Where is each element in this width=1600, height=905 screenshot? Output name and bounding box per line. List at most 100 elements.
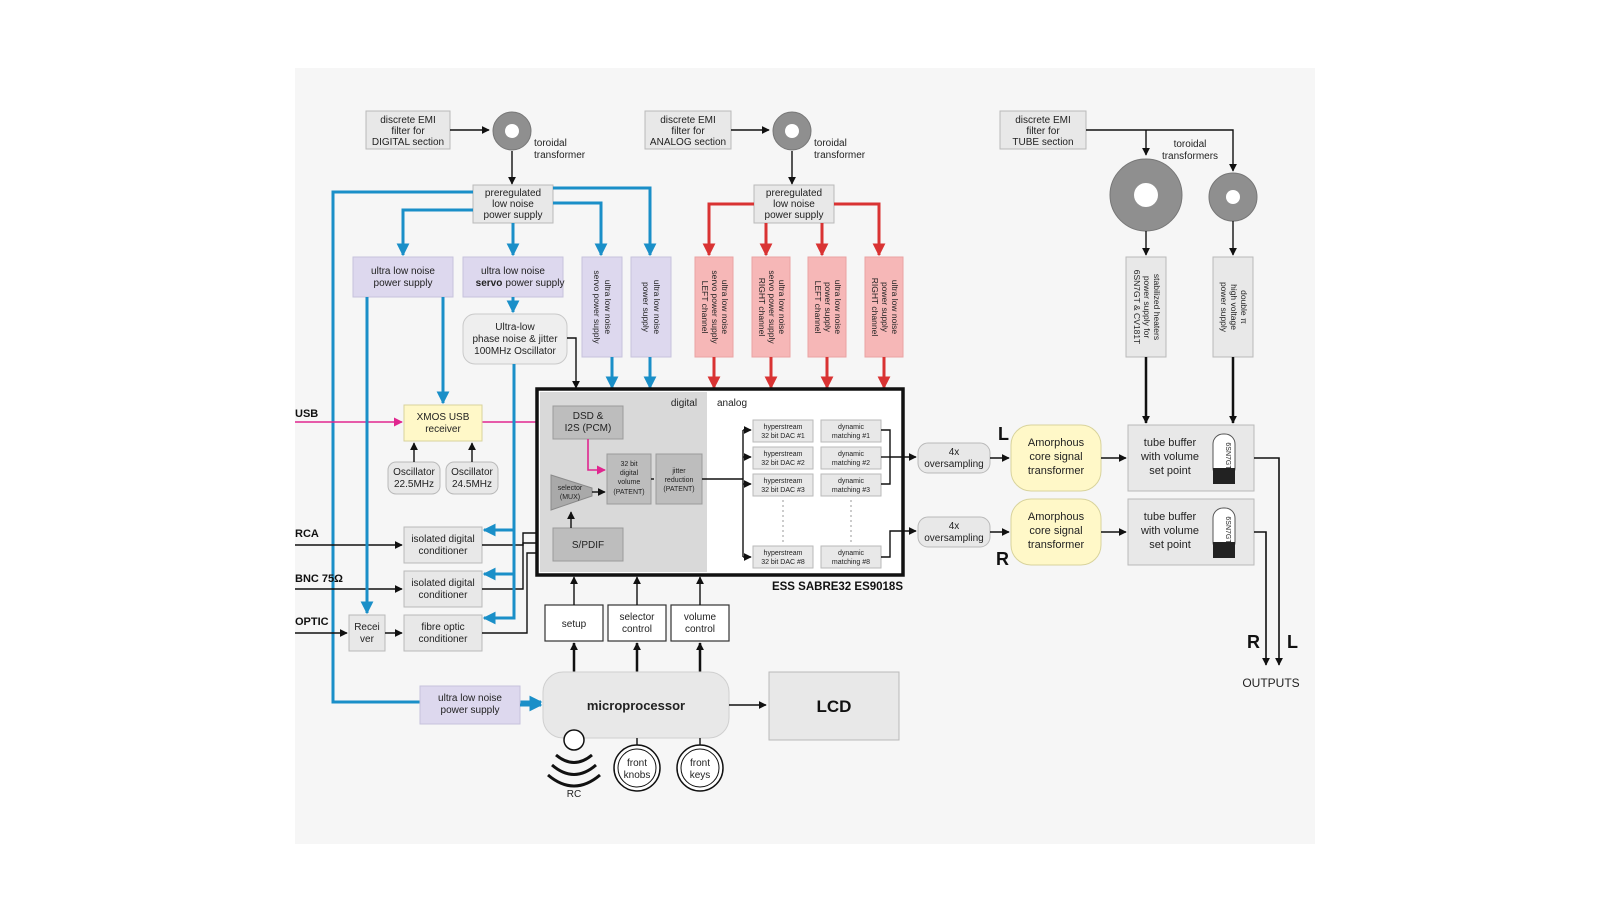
vertical-servo-power-supply-left: ultra low noiseservo power supplyLEFT ch…: [694, 256, 734, 358]
toroidal-transformer-heaters: [1109, 158, 1183, 232]
spdif-block: S/PDIF: [552, 527, 624, 562]
output-left-label: L: [1287, 632, 1298, 652]
tube-6sn7gt-right-icon: 6SN7GT: [1212, 507, 1236, 558]
high-voltage-power-supply: double πhigh voltagepower supply: [1212, 256, 1254, 358]
input-rca-label: RCA: [295, 528, 319, 540]
selector-mux-block: selector(MUX): [550, 474, 593, 511]
outputs-label: OUTPUTS: [1242, 676, 1299, 690]
output-right-label: R: [1247, 632, 1260, 652]
channel-left-label: L: [998, 424, 1009, 444]
channel-right-label: R: [996, 549, 1009, 569]
svg-text:stabilized heaterspower supply: stabilized heaterspower supply for6SN7GT…: [1132, 270, 1162, 345]
svg-text:double πhigh voltagepower supp: double πhigh voltagepower supply: [1219, 282, 1249, 333]
svg-text:setup: setup: [562, 619, 587, 630]
svg-text:ultra low noisepower supplyLEF: ultra low noisepower supplyLEFT channel: [813, 280, 843, 335]
vertical-servo-power-supply-right: ultra low noiseservo power supplyRIGHT c…: [751, 256, 791, 358]
svg-text:6SN7GT: 6SN7GT: [1224, 516, 1231, 544]
svg-text:ultra low noiseservo power sup: ultra low noiseservo power supplyLEFT ch…: [700, 270, 730, 344]
vertical-power-supply-left: ultra low noisepower supplyLEFT channel: [807, 256, 847, 358]
dac-chip-title: ESS SABRE32 ES9018S: [772, 581, 903, 593]
setup-block: setup: [544, 604, 604, 642]
input-bnc-label: BNC 75Ω: [295, 573, 343, 585]
svg-text:LCD: LCD: [817, 697, 852, 716]
svg-text:selector(MUX): selector(MUX): [558, 485, 583, 501]
svg-text:microprocessor: microprocessor: [587, 698, 685, 713]
lcd-display-block: LCD: [768, 671, 900, 741]
svg-text:S/PDIF: S/PDIF: [572, 540, 604, 551]
vertical-servo-power-supply-digital: ultra low noiseservo power supply: [581, 256, 623, 358]
svg-text:ultra low noisepower supply: ultra low noisepower supply: [641, 280, 662, 335]
svg-text:RC: RC: [567, 789, 581, 800]
microprocessor-block: microprocessor: [542, 671, 730, 739]
svg-text:6SN7GT: 6SN7GT: [1224, 442, 1231, 470]
dsd-i2s-block: DSD &I2S (PCM): [552, 405, 624, 440]
analog-domain-label: analog: [717, 398, 747, 409]
digital-domain-label: digital: [671, 398, 697, 409]
remote-control-sensor-icon: RC: [547, 729, 601, 800]
svg-text:ultra low noisepower supply: ultra low noisepower supply: [438, 693, 502, 716]
svg-text:ultra low noisepower supply: ultra low noisepower supply: [371, 266, 435, 289]
svg-text:ultra low noiseservo power sup: ultra low noiseservo power supply: [592, 270, 613, 344]
toroidal-transformer-hv: [1208, 172, 1258, 222]
tube-6sn7gt-left-icon: 6SN7GT: [1212, 433, 1236, 484]
vertical-power-supply-right: ultra low noisepower supplyRIGHT channel: [864, 256, 904, 358]
svg-text:ultra low noisepower supplyRIG: ultra low noisepower supplyRIGHT channel: [870, 278, 900, 337]
stabilized-heaters-power-supply: stabilized heaterspower supply for6SN7GT…: [1125, 256, 1167, 358]
vertical-power-supply-digital: ultra low noisepower supply: [630, 256, 672, 358]
